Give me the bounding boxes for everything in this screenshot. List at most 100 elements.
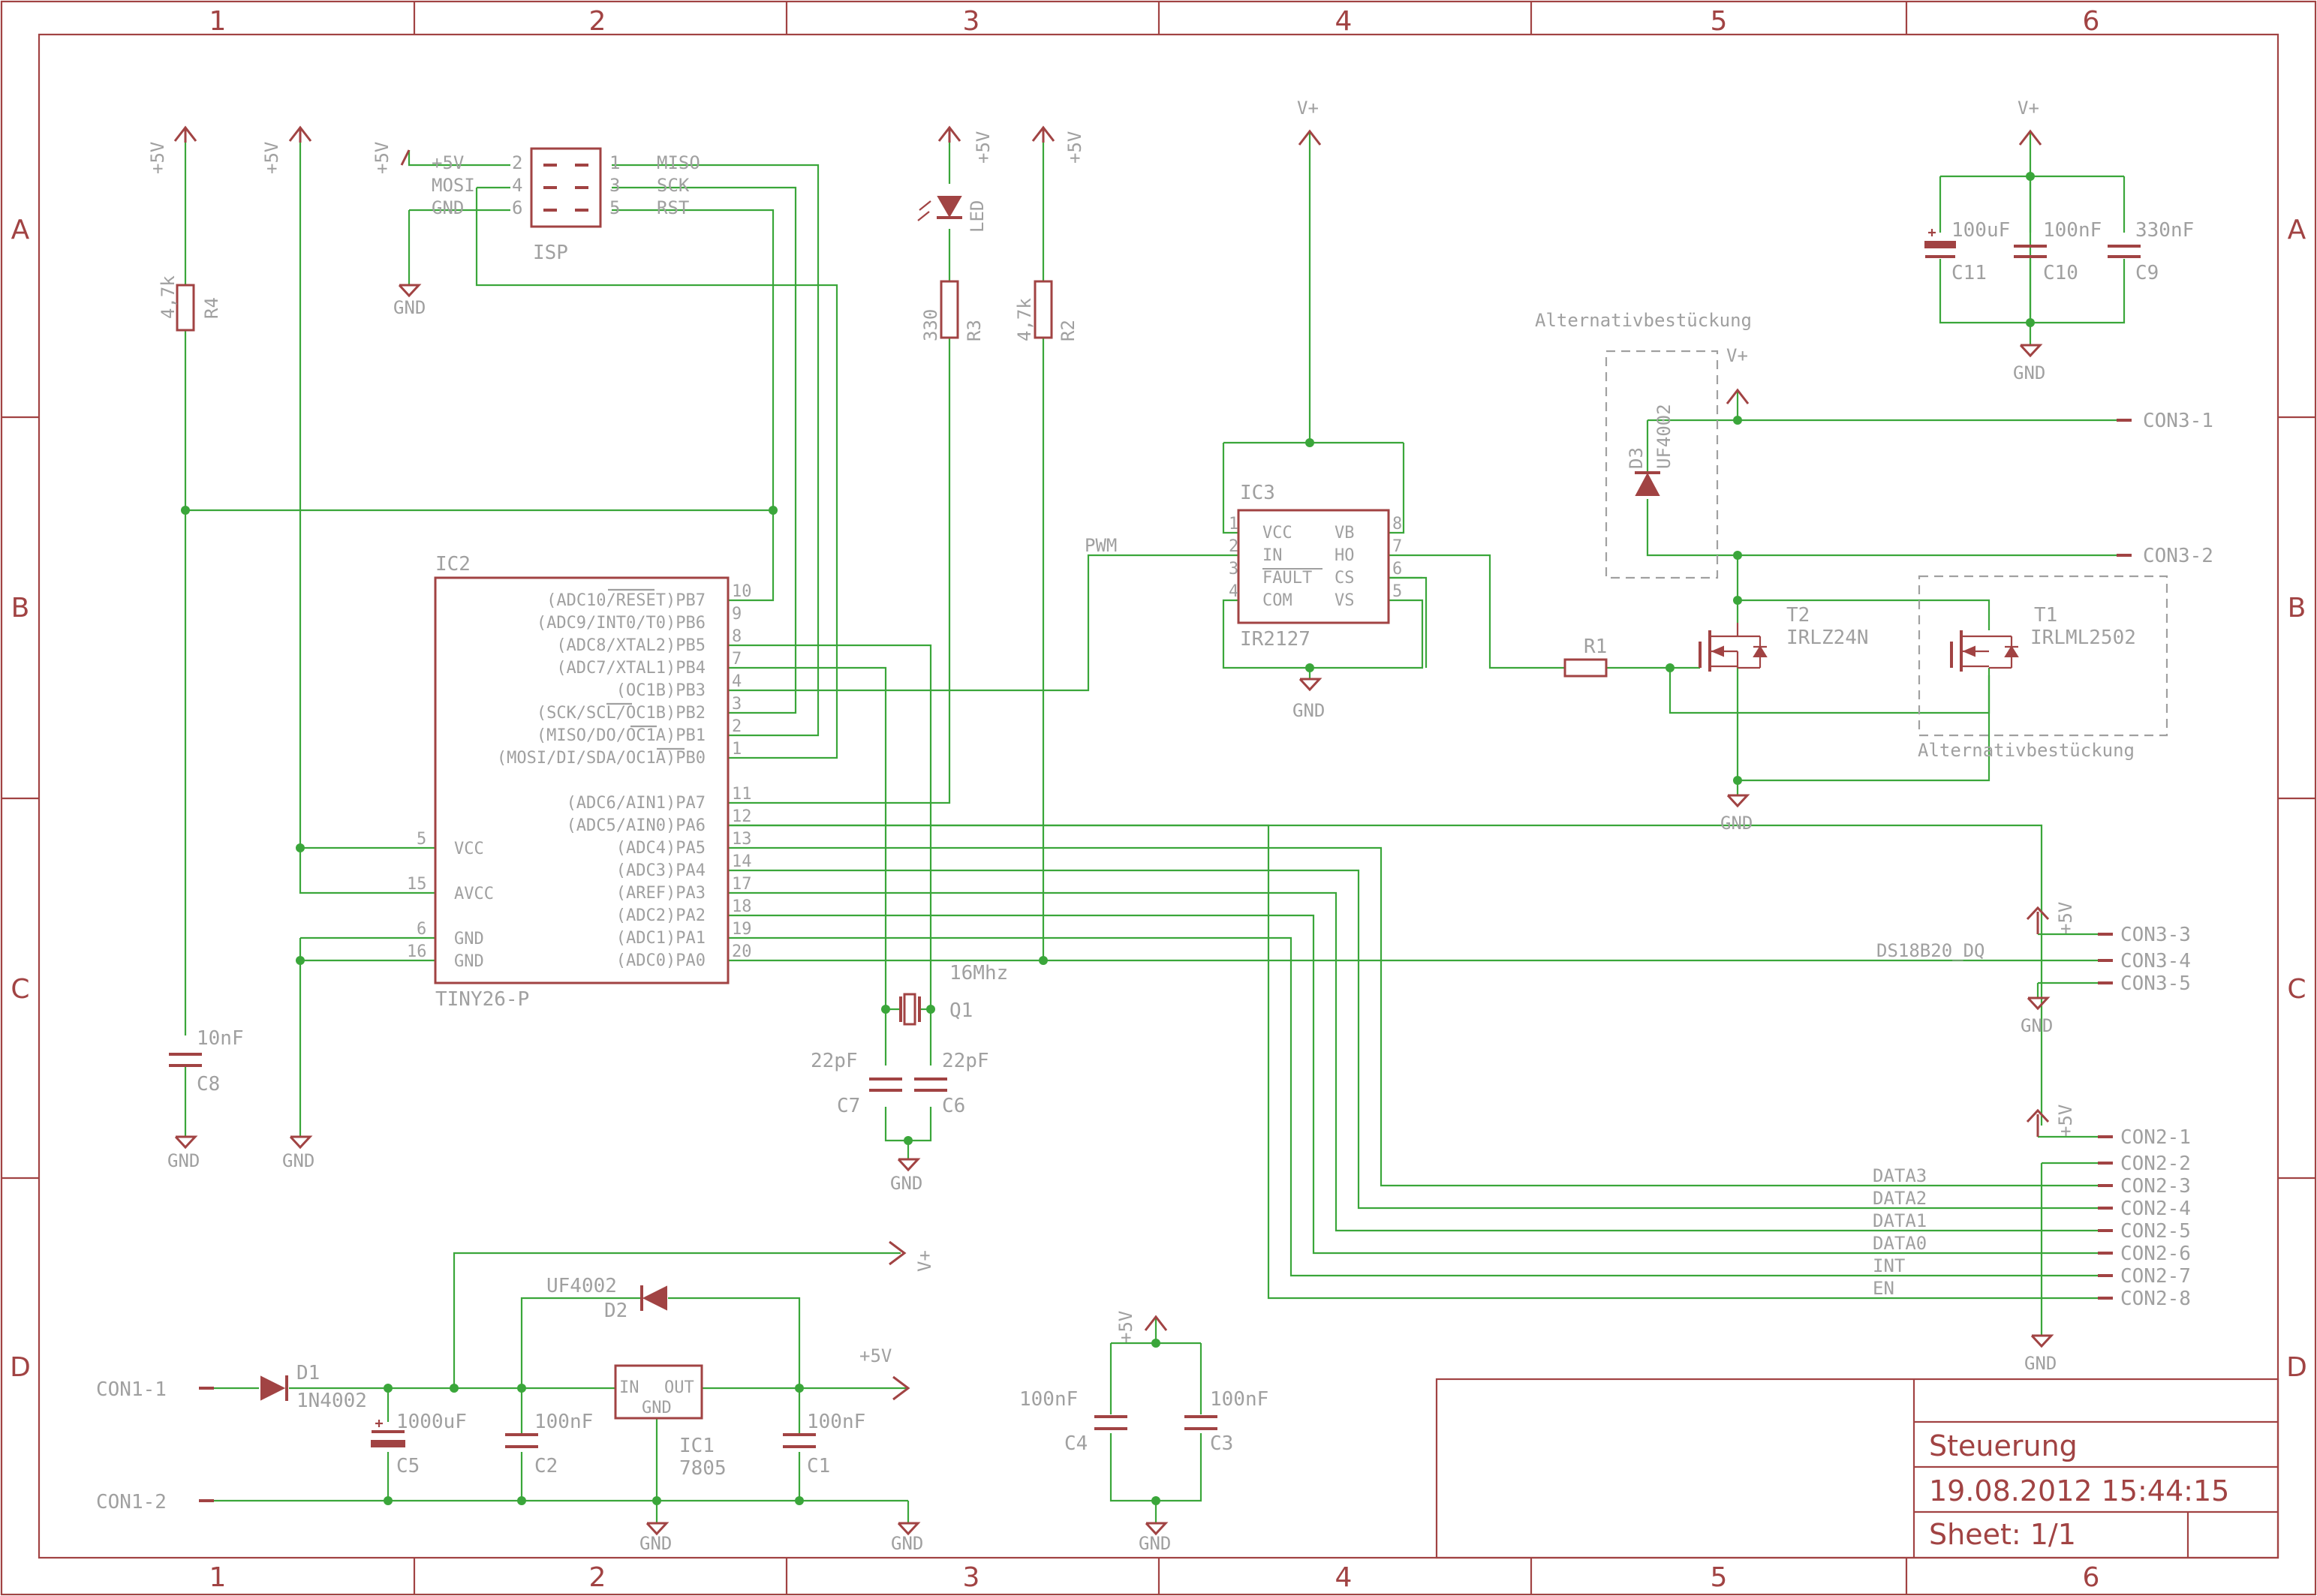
isp-signal: SCK (657, 175, 690, 196)
capacitor-c3: 100nF C3 (1184, 1388, 1268, 1455)
col-label: 4 (1335, 6, 1353, 37)
ic2-pin-label: (ADC9/INT0/T0)PB6 (537, 614, 706, 633)
ic3-pin-label: HO (1335, 546, 1355, 565)
isp-pin: 6 (512, 197, 522, 218)
ic2-pin-label: (ADC6/AIN1)PA7 (567, 794, 706, 813)
r4-name: R4 (201, 297, 222, 319)
r2-name: R2 (1058, 320, 1079, 341)
c6-value: 22pF (942, 1050, 989, 1072)
ic3-pin-num: 1 (1229, 515, 1238, 534)
net-label: GND (890, 1173, 922, 1194)
d3-name: D3 (1626, 447, 1647, 469)
ic2-pin-num: 6 (417, 920, 426, 939)
col-label: 1 (209, 6, 227, 37)
ic3-ir2127: IC3 IR2127 VCC IN FAULT COM VB HO CS VS … (1229, 482, 1402, 651)
ic2-pin-label: (ADC10/RESET)PB7 (546, 591, 706, 610)
con1-label: CON1-2 (96, 1491, 167, 1513)
resistor-r4: 4,7k R4 (158, 275, 222, 332)
connector-pins (199, 419, 2132, 1502)
net-label: GND (1292, 700, 1325, 721)
ic2-pin-num: 13 (732, 830, 752, 849)
c8-name: C8 (197, 1073, 220, 1096)
c10-name: C10 (2043, 262, 2078, 284)
isp-pin: 3 (609, 175, 620, 196)
d3-value: UF4002 (1653, 404, 1675, 469)
con2-label: CON2-8 (2120, 1288, 2191, 1310)
isp-signal: MISO (657, 152, 700, 173)
net-label: INT (1873, 1255, 1905, 1276)
net-label: +5V (2055, 1105, 2076, 1137)
ic3-pin-label: FAULT (1262, 569, 1312, 588)
ic3-pin-label: VS (1335, 591, 1355, 610)
c1-name: C1 (807, 1455, 830, 1477)
supply-vplus-labels: V+ V+ V+ (1297, 98, 2039, 366)
c9-name: C9 (2135, 262, 2159, 284)
ic1-pin-out: OUT (664, 1378, 694, 1397)
net-label: +5V (973, 131, 994, 164)
ic3-pin-label: VCC (1262, 524, 1292, 543)
capacitor-c2: 100nF C2 (505, 1411, 593, 1477)
net-label: +5V (1064, 131, 1085, 164)
row-label: A (2288, 215, 2306, 245)
net-label: V+ (1297, 98, 1319, 119)
c4-name: C4 (1064, 1432, 1088, 1455)
sheet-date: 19.08.2012 15:44:15 (1929, 1474, 2229, 1507)
c6-name: C6 (942, 1095, 965, 1117)
c10-value: 100nF (2043, 219, 2102, 242)
q1-value: 16Mhz (949, 962, 1008, 984)
resistor-r2: 4,7k R2 (1014, 280, 1079, 341)
net-label: +5V (859, 1345, 892, 1366)
alt-label: Alternativbestückung (1918, 740, 2135, 761)
crystal-q1: 16Mhz Q1 (899, 962, 1008, 1026)
net-label: V+ (914, 1250, 935, 1272)
supply-horizontal-arrows (889, 1240, 910, 1401)
c11-name: C11 (1951, 262, 1987, 284)
ic3-pin-num: 7 (1392, 537, 1402, 556)
ic2-pin-num: 10 (732, 582, 752, 601)
net-label: DATA0 (1873, 1233, 1927, 1254)
ic2-pin-label: (ADC0)PA0 (616, 951, 706, 970)
ic3-value: IR2127 (1240, 628, 1310, 651)
ic3-pin-num: 5 (1392, 582, 1402, 601)
row-label: D (2286, 1352, 2307, 1383)
t2-value: IRLZ24N (1786, 627, 1869, 649)
capacitor-c10: 100nF C10 (2014, 219, 2102, 284)
ic2-pin-num: 8 (732, 627, 742, 646)
ic3-pin-num: 4 (1229, 582, 1238, 601)
ic3-pin-num: 8 (1392, 515, 1402, 534)
con3-label: CON3-5 (2120, 972, 2191, 995)
isp-pin: 1 (609, 152, 620, 173)
ic2-pin-num: 15 (407, 875, 427, 894)
regulator-ic1: IN OUT GND IC1 7805 (614, 1364, 727, 1480)
ground-symbols (174, 284, 2054, 1536)
frame-column-labels: 1 2 3 4 5 6 1 2 3 4 5 6 A B C D A B C D (10, 6, 2307, 1593)
con1-label: CON1-1 (96, 1378, 167, 1401)
net-label: V+ (1726, 345, 1748, 366)
ic2-pin-label: VCC (454, 840, 484, 858)
ic1-pin-in: IN (619, 1378, 639, 1397)
t1-name: T1 (2034, 604, 2057, 627)
r1-name: R1 (1584, 636, 1607, 658)
ic2-pin-num: 5 (417, 830, 426, 849)
supply-5v-labels: +5V +5V +5V +5V +5V +5V +5V +5V +5V (147, 131, 2076, 1366)
ic1-pin-gnd: GND (642, 1399, 672, 1417)
ic2-name: IC2 (435, 553, 471, 576)
c11-value: 100uF (1951, 219, 2010, 242)
isp-signal: GND (432, 197, 464, 218)
capacitor-c6: 22pF C6 (914, 1050, 989, 1117)
capacitor-c7: 22pF C7 (811, 1050, 902, 1117)
connector-labels: CON3-1 CON3-2 CON3-3 CON3-4 CON3-5 CON2-… (96, 410, 2213, 1513)
alt-box-t1 (1918, 575, 2168, 737)
net-label: GND (393, 297, 426, 318)
ic2-pin-label: (SCK/SCL/OC1B)PB2 (537, 704, 706, 723)
c2-name: C2 (534, 1455, 558, 1477)
ic2-pin-num: 7 (732, 650, 742, 669)
ic3-name: IC3 (1240, 482, 1275, 504)
ic2-pin-num: 11 (732, 785, 752, 804)
ic2-pin-label: (ADC2)PA2 (616, 906, 706, 925)
alt-label: Alternativbestückung (1535, 310, 1752, 331)
net-label: DATA1 (1873, 1210, 1927, 1231)
supply-vplus-arrows (1298, 129, 2042, 404)
col-label: 3 (963, 6, 980, 37)
